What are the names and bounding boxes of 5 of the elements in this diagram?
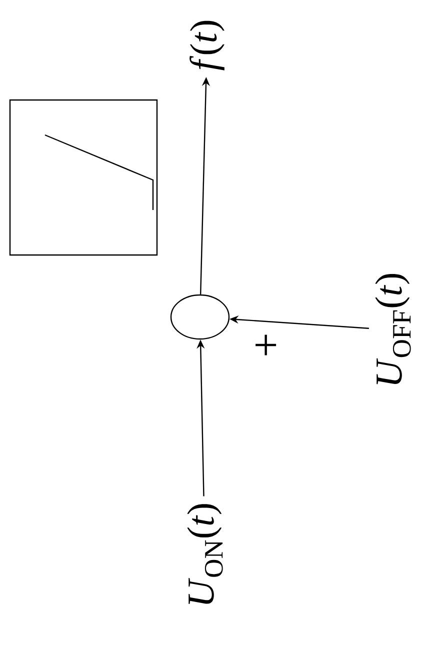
math-label: U$_{OFF}$(t) [375, 274, 411, 384]
math-label: f(t) [190, 20, 224, 70]
math-label: U$_{ON}$(t) [187, 504, 223, 604]
plus-sign: + [256, 334, 276, 356]
summing-junction [170, 294, 230, 340]
